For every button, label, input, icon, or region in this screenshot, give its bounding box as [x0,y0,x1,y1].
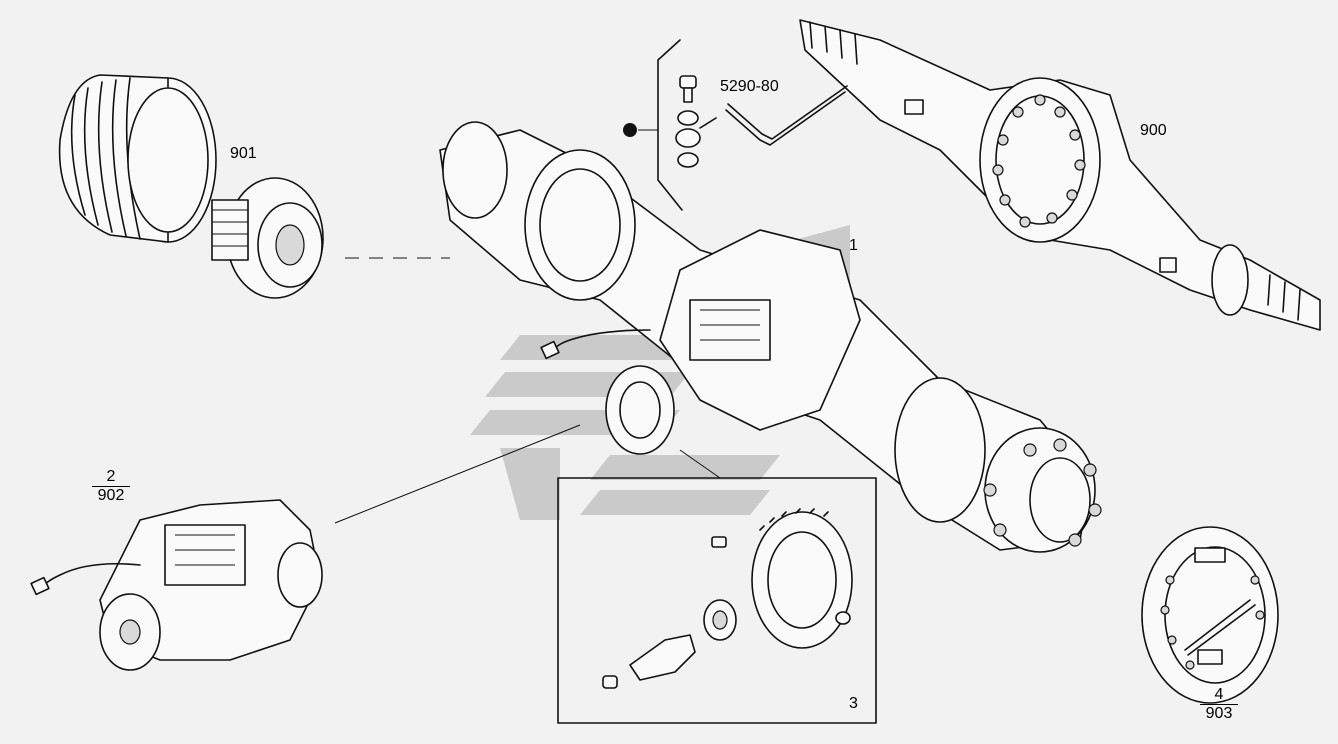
part-3-detail-box [557,477,877,724]
part-901-flange [211,177,324,299]
part-901-drum [58,74,217,243]
tool-5290-80 [623,75,848,168]
part-1-axle-assembly [439,121,1102,553]
part-900-axle-housing [799,19,1321,331]
label-902: 902 [92,486,130,505]
part-902-differential [30,499,323,671]
leader-lines [334,39,721,524]
label-901: 901 [230,145,257,162]
label-2-902: 2 902 [92,468,130,505]
label-2: 2 [106,468,116,485]
label-tool-5290-80: 5290-80 [720,78,779,95]
label-4: 4 [1214,686,1224,703]
label-900: 900 [1140,122,1167,139]
label-4-903: 4 903 [1200,686,1238,723]
label-1: 1 [849,237,858,254]
label-903: 903 [1200,704,1238,723]
label-3: 3 [849,695,858,712]
part-903-brake [1141,526,1279,704]
